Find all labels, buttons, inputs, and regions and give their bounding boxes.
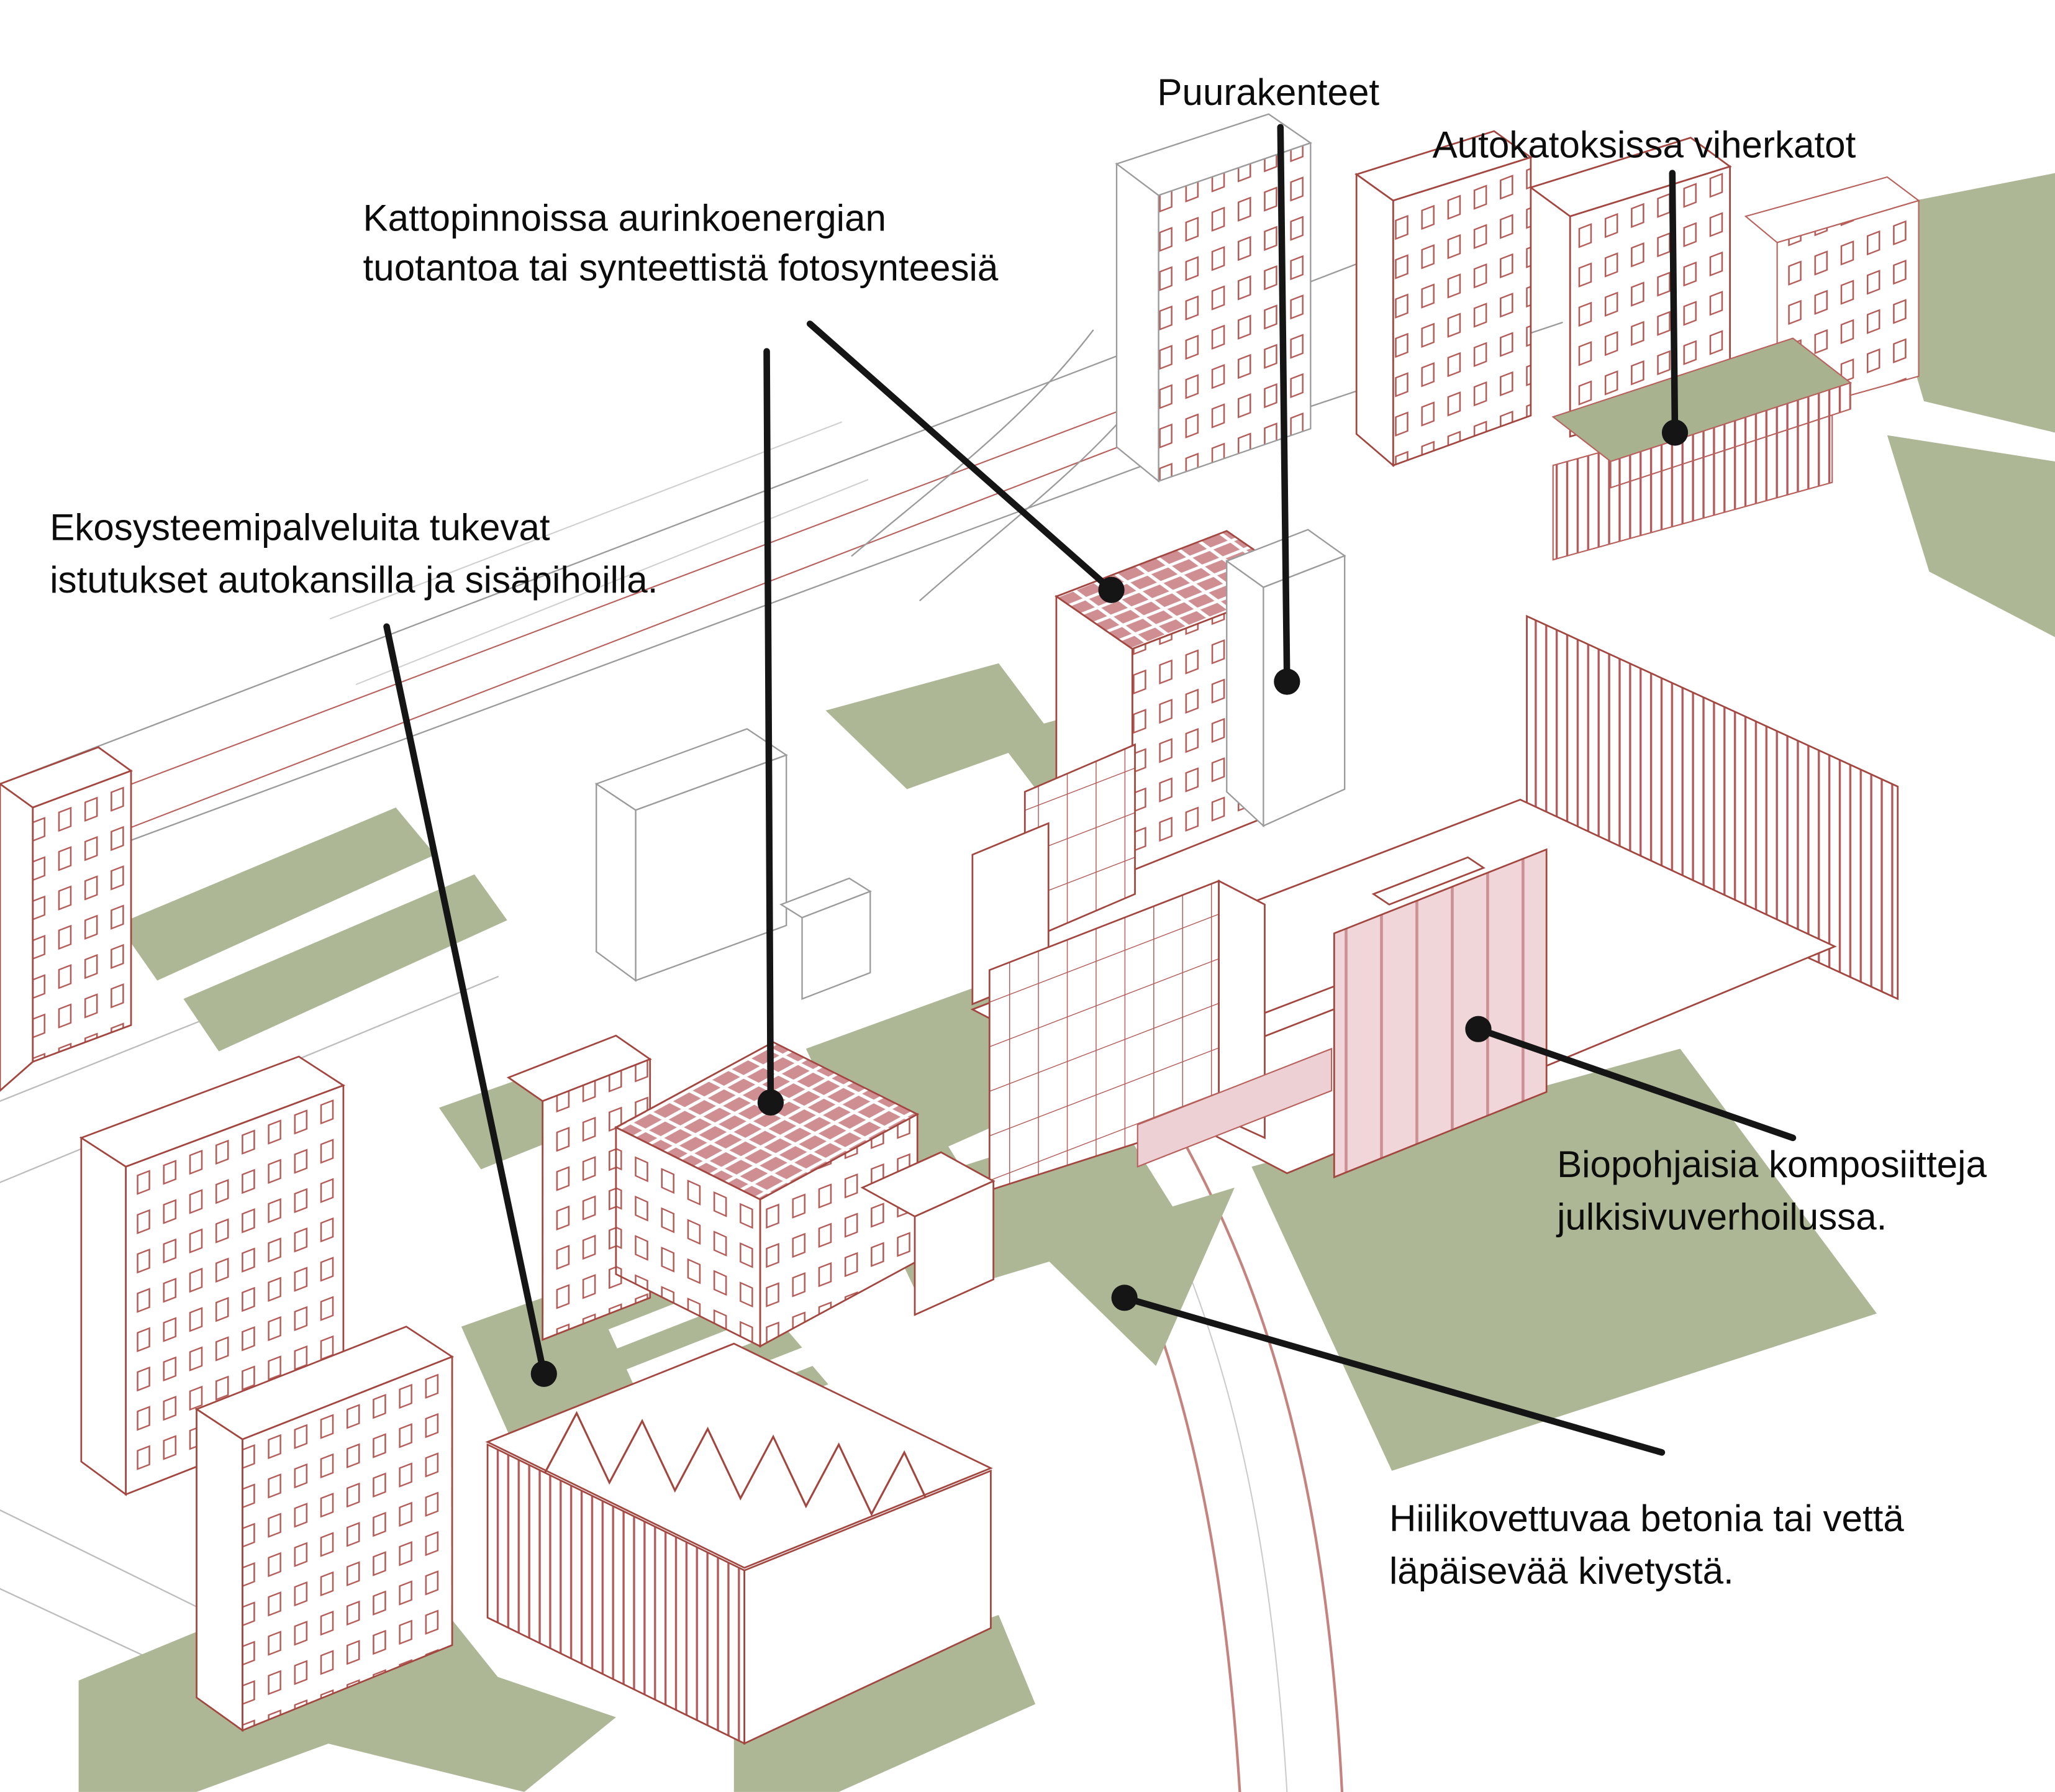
building-background-slab <box>1115 113 1312 483</box>
carport-edge <box>1610 381 1851 489</box>
side-face <box>1355 173 1394 468</box>
side-face <box>0 783 34 1092</box>
facade-face <box>32 769 132 1063</box>
annotation-concrete-line1: Hiilikovettuvaa betonia tai vettä <box>1389 1498 1904 1539</box>
annotation-ecosystem-line1: Ekosysteemipalveluita tukevat <box>50 507 550 548</box>
roof-face <box>485 1342 993 1569</box>
leader-dot-solar-a <box>1098 576 1125 603</box>
side-face <box>80 1136 127 1496</box>
greenhouse-structure <box>988 879 1333 1192</box>
green-median <box>183 874 507 1052</box>
green-area <box>733 1615 1036 1792</box>
leader-solar-a <box>806 321 1115 594</box>
leader-dot-composite <box>1465 1016 1492 1042</box>
side-face <box>1115 162 1159 483</box>
leader-dot-wood <box>1274 668 1300 695</box>
side-face <box>196 1408 243 1732</box>
bio-composite-facade <box>1333 848 1548 1179</box>
side-face <box>1226 560 1264 828</box>
building-apartment-northeast-1 <box>1354 130 1533 468</box>
building-far-left-tower <box>0 746 133 1092</box>
annotation-carport: Autokatoksissa viherkatot <box>1433 124 1856 165</box>
road-main-marking <box>0 387 1181 835</box>
facade-face <box>801 890 871 1000</box>
building-apartment-west-2 <box>194 1326 455 1732</box>
side-face <box>596 782 637 982</box>
annotation-ecosystem-line2: istutukset autokansilla ja sisäpihoilla. <box>50 559 658 601</box>
leader-composite <box>1475 1026 1797 1142</box>
side-face <box>743 1469 992 1745</box>
annotation-solar-line2: tuotantoa tai synteettistä fotosynteesiä <box>363 247 999 289</box>
leader-wood <box>1277 124 1291 685</box>
green-median <box>117 807 435 981</box>
side-face <box>615 1126 761 1348</box>
annex-gable <box>914 1180 995 1316</box>
leader-ecosystem <box>383 623 548 1377</box>
road-faint <box>329 421 842 620</box>
building-background-box-2 <box>779 877 872 1000</box>
building-background-box-1 <box>594 728 788 982</box>
leader-concrete <box>1121 1294 1666 1456</box>
annotation-composite-line2: julkisivuverhoilussa. <box>1556 1196 1887 1238</box>
leader-dot-solar-b <box>757 1089 784 1116</box>
leader-dot-concrete <box>1111 1285 1138 1311</box>
building-sawtooth-hall <box>485 1342 993 1745</box>
facade-face <box>1263 555 1346 827</box>
road-ramp-edge <box>851 329 1094 557</box>
road-curve-edge <box>1186 1147 1344 1792</box>
building-solar-roof-house <box>614 1041 996 1348</box>
leader-dot-ecosystem <box>530 1360 557 1387</box>
green-area <box>1035 1188 1235 1367</box>
annotation-composite-line1: Biopohjaisia komposiitteja <box>1557 1144 1987 1185</box>
sawtooth-roofline <box>543 1411 938 1522</box>
greenhouse-side <box>1218 879 1266 1139</box>
road-main-marking <box>25 413 1204 869</box>
green-area <box>327 1641 616 1792</box>
annotation-labels: Kattopinnoissa aurinkoenergian tuotantoa… <box>50 71 1987 1591</box>
road-faint <box>355 479 869 685</box>
carport-green-roof <box>1551 337 1853 489</box>
buildings <box>0 113 1920 1745</box>
roof-detail <box>1371 856 1486 906</box>
main-building-louver-wall <box>1526 614 1899 1001</box>
leader-dot-carport <box>1661 419 1689 446</box>
green-area <box>1251 1048 1877 1471</box>
leader-carport <box>1669 170 1679 436</box>
annotation-wood: Puurakenteet <box>1157 71 1379 113</box>
facade-face <box>1392 156 1532 467</box>
green-area <box>1887 435 2055 637</box>
annotation-solar-line1: Kattopinnoissa aurinkoenergian <box>363 198 886 239</box>
annotation-leaders <box>383 124 1797 1456</box>
facade-face <box>1158 142 1312 483</box>
green-area <box>825 663 1054 789</box>
annotation-concrete-line2: läpäisevää kivetystä. <box>1389 1550 1734 1591</box>
building-apartment-northeast-2 <box>1528 137 1732 438</box>
pink-canopy <box>1136 1047 1333 1168</box>
leader-solar-b <box>763 348 774 1106</box>
